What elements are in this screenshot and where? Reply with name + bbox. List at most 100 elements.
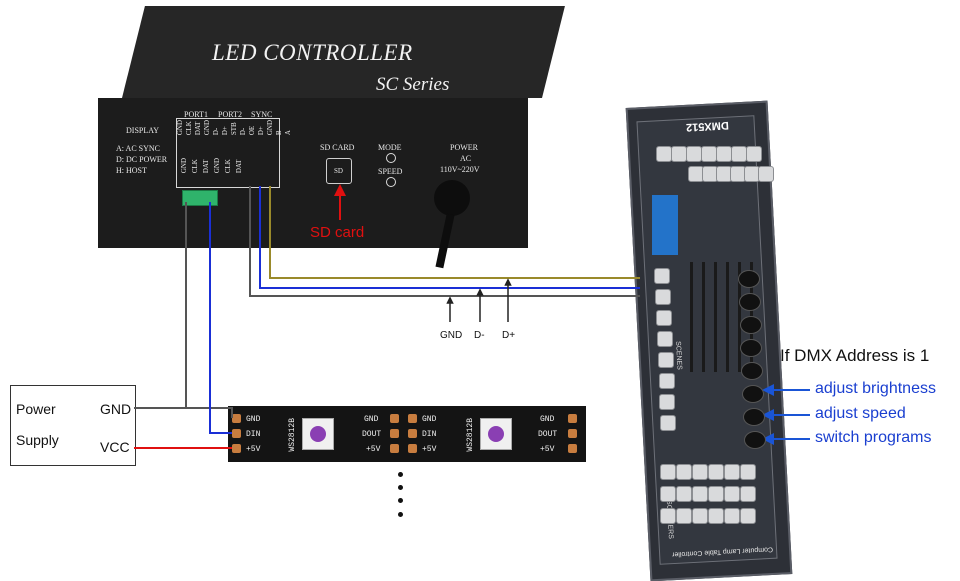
controller-title: LED CONTROLLER (212, 40, 413, 65)
dmx-scanner-button[interactable] (708, 464, 724, 480)
led-chip (302, 418, 334, 450)
strip-pad (390, 444, 399, 453)
strip-pad (232, 414, 241, 423)
dmx-function-button[interactable] (701, 146, 717, 162)
mode-button[interactable] (386, 153, 396, 163)
continuation-dot (398, 498, 403, 503)
dmx-knob[interactable] (738, 270, 760, 288)
sd-card-slot[interactable] (326, 158, 352, 184)
port-panel (176, 118, 280, 188)
strip-mid-out-dout: DOUT (362, 430, 382, 439)
strip-mid-in-5v: +5V (422, 445, 437, 454)
dmx-scanner-button[interactable] (660, 508, 676, 524)
speed-button[interactable] (386, 177, 396, 187)
dmx-knob[interactable] (741, 362, 764, 380)
dmx-function-button[interactable] (731, 146, 747, 162)
dmx-function-button[interactable] (671, 146, 687, 162)
dmx-scene-button[interactable] (660, 415, 677, 431)
dmx-function-button[interactable] (716, 146, 732, 162)
strip-left-5v: +5V (246, 445, 261, 454)
note-speed: adjust speed (815, 405, 906, 422)
led-chip (480, 418, 512, 450)
strip-mid-in-gnd: GND (422, 415, 437, 424)
strip-mid-out-5v: +5V (366, 445, 381, 454)
dmx-scene-button[interactable] (656, 331, 673, 347)
power-plug (434, 180, 470, 216)
dmx-function-button[interactable] (656, 146, 672, 162)
dmx-scanner-button[interactable] (740, 508, 756, 524)
power-range-label: 110V~220V (440, 165, 480, 174)
note-programs: switch programs (815, 429, 932, 446)
sd-slot-label: SD (334, 167, 343, 175)
wire-data (209, 202, 232, 434)
dmx-scene-button[interactable] (654, 289, 671, 305)
dmx-function-button[interactable] (686, 146, 702, 162)
strip-left-gnd: GND (246, 415, 261, 424)
dmx-scanner-button[interactable] (692, 464, 708, 480)
sd-card-annotation: SD card (310, 224, 365, 241)
dmx-knob[interactable] (739, 316, 762, 334)
dmx-knob[interactable] (742, 408, 765, 426)
dmx-fader[interactable] (738, 262, 741, 372)
dmx-scanner-button[interactable] (692, 508, 708, 524)
dmx-notes-heading: If DMX Address is 1 (780, 346, 930, 365)
dmx-scene-button[interactable] (654, 268, 670, 284)
dmx-scene-button[interactable] (658, 373, 675, 389)
strip-pad (390, 414, 399, 423)
dmx-scanner-button[interactable] (740, 486, 756, 502)
strip-mid-in-din: DIN (422, 430, 437, 439)
strip-pad (232, 429, 241, 438)
dmx-scanner-button[interactable] (724, 464, 740, 480)
strip-pad (568, 429, 577, 438)
dmx-scanner-button[interactable] (708, 508, 724, 524)
dmx-knob[interactable] (742, 385, 764, 403)
dmx-scanner-button[interactable] (708, 486, 724, 502)
display-label: DISPLAY (126, 126, 160, 135)
controller-subtitle: SC Series (376, 74, 450, 95)
dmx-scanner-button[interactable] (724, 486, 740, 502)
power-supply-gnd: GND (100, 401, 132, 417)
dmx-scanner-button[interactable] (660, 464, 676, 480)
display-mode-dc: D: DC POWER (116, 155, 168, 164)
dmx-knob[interactable] (740, 339, 763, 357)
strip-pad (568, 414, 577, 423)
dmx-knob[interactable] (743, 431, 766, 449)
port1-header: PORT1 (184, 110, 208, 119)
continuation-dot (398, 512, 403, 517)
dmx-display (652, 195, 678, 255)
strip-mid-out-gnd: GND (364, 415, 379, 424)
power-label: POWER (450, 143, 478, 152)
strip-right-gnd: GND (540, 415, 555, 424)
dmx-scanner-button[interactable] (676, 508, 692, 524)
speed-label: SPEED (378, 167, 403, 176)
dmx-scanner-button[interactable] (676, 464, 692, 480)
dmx-fader[interactable] (702, 262, 705, 372)
dmx-knob[interactable] (738, 293, 761, 311)
signal-dminus-label: D- (474, 330, 485, 341)
dmx-scene-button[interactable] (657, 352, 674, 368)
dmx-scanner-button[interactable] (740, 464, 756, 480)
power-supply-line2: Supply (16, 432, 59, 448)
sd-card-port-label: SD CARD (320, 143, 355, 152)
dmx-scanner-button[interactable] (724, 508, 740, 524)
display-mode-ac: A: AC SYNC (116, 144, 161, 153)
dmx-function-button[interactable] (758, 166, 774, 182)
wire-sync-gnd (249, 186, 640, 297)
dmx-scanner-button[interactable] (676, 486, 692, 502)
power-supply-line1: Power (16, 401, 56, 417)
dmx-scene-button[interactable] (659, 394, 676, 410)
dmx-function-button[interactable] (746, 146, 762, 162)
signal-dplus-label: D+ (502, 330, 516, 341)
strip-pad (408, 414, 417, 423)
dmx-scene-button[interactable] (655, 310, 672, 326)
power-supply-box (10, 385, 136, 466)
dmx-fader[interactable] (690, 262, 693, 372)
wire-sync-dminus (259, 186, 640, 289)
dmx-scanner-button[interactable] (692, 486, 708, 502)
display-mode-host: H: HOST (116, 166, 147, 175)
dmx-scanner-button[interactable] (660, 486, 676, 502)
strip-right-5v: +5V (540, 445, 555, 454)
dmx-fader[interactable] (714, 262, 717, 372)
strip-right-dout: DOUT (538, 430, 558, 439)
dmx-fader[interactable] (726, 262, 729, 372)
